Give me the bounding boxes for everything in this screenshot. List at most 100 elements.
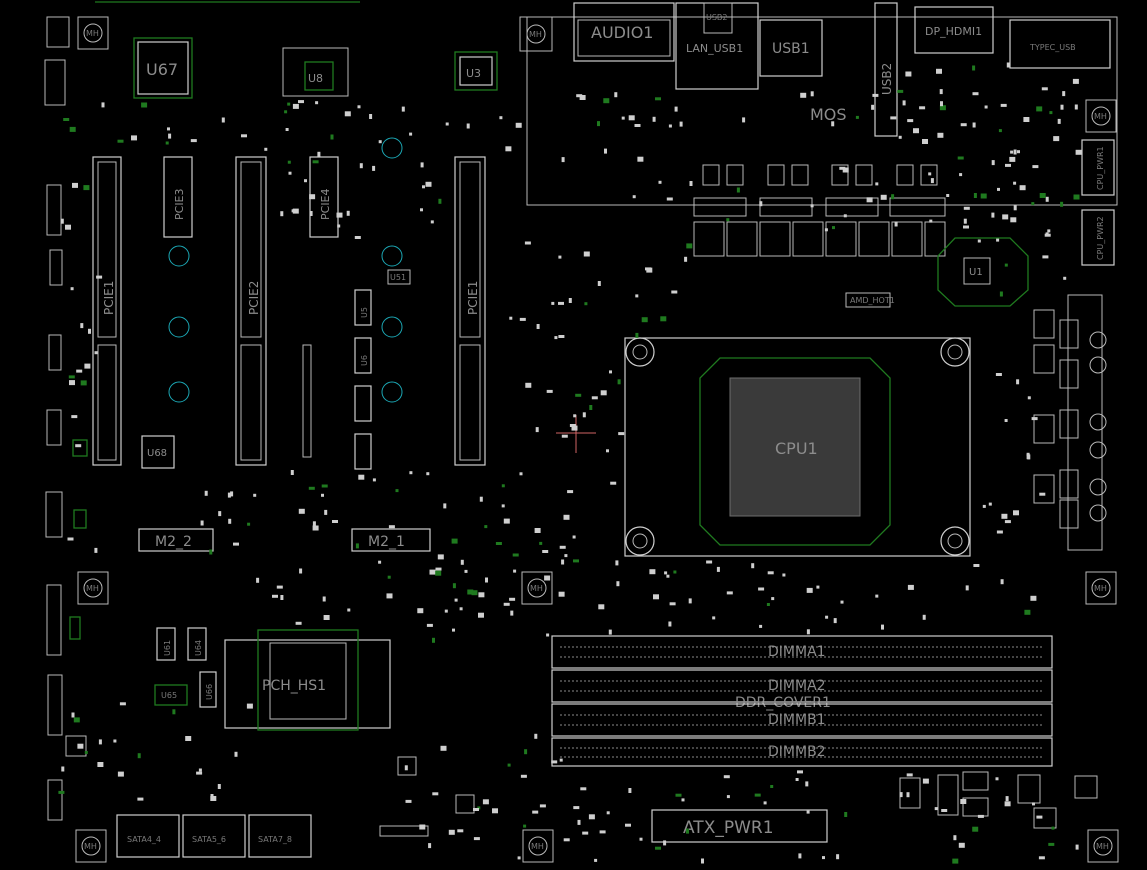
- smd-pad: [425, 181, 432, 187]
- smd-pad: [759, 201, 763, 207]
- smd-pad: [1036, 106, 1043, 112]
- smd-pad: [606, 811, 610, 815]
- mh-label: MH: [1094, 112, 1107, 121]
- m2-slot-1[interactable]: M2_1: [351, 528, 431, 552]
- chip-u51[interactable]: U51: [387, 269, 411, 285]
- sata-connector-6[interactable]: SATA5_6: [182, 814, 246, 858]
- smd-pad: [76, 369, 83, 373]
- chip-u8-label: U8: [308, 72, 323, 85]
- mounting-hole-right-mid[interactable]: MH: [1085, 571, 1117, 605]
- pch-heatsink[interactable]: PCH_HS1: [224, 629, 391, 731]
- chip-u5[interactable]: U5: [354, 289, 372, 326]
- smd-pad: [980, 193, 987, 199]
- sata-connector-8[interactable]: SATA7_8: [248, 814, 312, 858]
- front-header[interactable]: [379, 825, 429, 837]
- smd-pad: [517, 856, 521, 860]
- smd-pad: [454, 598, 458, 602]
- smd-pad: [653, 594, 659, 600]
- dimm-slot-b1[interactable]: DIMMB1: [551, 703, 1053, 737]
- chip-u66[interactable]: U66: [199, 671, 217, 708]
- pch-hs1-label: PCH_HS1: [262, 678, 326, 694]
- sata-connector-4[interactable]: SATA4_4: [116, 814, 180, 858]
- chip-u6[interactable]: U6: [354, 337, 372, 374]
- smd-pad: [998, 129, 1002, 133]
- usb-connector-2[interactable]: USB2: [874, 2, 898, 137]
- m2-slot-2[interactable]: M2_2: [138, 528, 214, 552]
- slot-stub: [302, 344, 312, 458]
- chip-u1-label: U1: [969, 267, 983, 278]
- left-edge-components: [44, 16, 88, 821]
- chip-u67[interactable]: U67: [133, 37, 193, 99]
- smd-pad: [701, 858, 704, 864]
- smd-pad: [1004, 801, 1011, 807]
- chip-u9[interactable]: [354, 433, 372, 470]
- mounting-hole-right-bottom[interactable]: MH: [1087, 829, 1119, 863]
- chip-u51-label: U51: [390, 273, 406, 282]
- audio-connector[interactable]: AUDIO1: [573, 2, 675, 62]
- smd-pad: [806, 587, 813, 593]
- smd-pad: [1047, 229, 1051, 233]
- dimm-slot-a1[interactable]: DIMMA1: [551, 635, 1053, 669]
- smd-pad: [1002, 214, 1009, 220]
- chip-u65[interactable]: U65: [154, 684, 188, 706]
- usb-connector-1[interactable]: USB1: [759, 19, 823, 77]
- cpu-power-connector-1[interactable]: CPU_PWR1: [1081, 139, 1115, 196]
- smd-pad: [451, 538, 458, 544]
- smd-pad: [922, 614, 926, 620]
- mounting-hole-left-mid[interactable]: MH: [77, 571, 109, 605]
- typec-usb-connector[interactable]: TYPEC_USB: [1009, 19, 1111, 69]
- chip-u68[interactable]: U68: [141, 435, 175, 469]
- smd-pad: [559, 545, 566, 549]
- cpu-power-connector-2[interactable]: CPU_PWR2: [1081, 209, 1115, 266]
- audio1-label: AUDIO1: [591, 23, 653, 42]
- smd-pad: [378, 140, 382, 144]
- smd-pad: [875, 594, 879, 598]
- pcie-slot-3[interactable]: PCIE3: [163, 156, 193, 238]
- smd-pad: [600, 390, 607, 396]
- smd-pad: [295, 621, 302, 625]
- atx-power-connector[interactable]: ATX_PWR1: [651, 809, 828, 843]
- lan-usb-connector[interactable]: USB2 LAN_USB1: [675, 2, 759, 90]
- smd-pad: [165, 141, 169, 145]
- mounting-hole-right-top[interactable]: MH: [1085, 99, 1117, 133]
- mh-label: MH: [86, 29, 99, 38]
- mounting-hole-bottom-left[interactable]: MH: [75, 829, 107, 863]
- smd-pad: [1026, 454, 1030, 460]
- smd-pad: [535, 427, 539, 433]
- pcie4-label: PCIE4: [319, 188, 332, 220]
- dp-hdmi-connector[interactable]: DP_HDMI1: [914, 6, 994, 54]
- smd-pad: [991, 212, 995, 218]
- pcie-slot-5[interactable]: PCIE1: [454, 156, 486, 466]
- chip-u7[interactable]: [354, 385, 372, 422]
- mounting-hole-bottom-center[interactable]: MH: [522, 829, 554, 863]
- smd-pad: [321, 493, 324, 497]
- smd-pad: [940, 101, 943, 107]
- pcie-slot-2[interactable]: PCIE2: [235, 156, 267, 466]
- dimm-slot-a2[interactable]: DIMMA2: [551, 669, 1053, 703]
- smd-pad: [582, 412, 586, 418]
- chip-u61[interactable]: U61: [156, 627, 176, 661]
- usb1-label: USB1: [772, 41, 810, 57]
- smd-pad: [284, 110, 288, 114]
- smd-pad: [567, 490, 574, 494]
- smd-pad: [655, 846, 661, 850]
- smd-pad: [256, 577, 260, 583]
- mos-label: MOS: [810, 105, 847, 124]
- dimm-slot-b2[interactable]: DIMMB2: [551, 737, 1053, 767]
- smd-pad: [573, 559, 579, 563]
- smd-pad: [771, 597, 775, 601]
- smd-pad: [83, 185, 90, 191]
- chip-u1[interactable]: U1: [937, 237, 1029, 307]
- smd-pad: [580, 787, 587, 791]
- mounting-hole-top-center[interactable]: MH: [519, 16, 553, 52]
- mounting-hole-top-left[interactable]: MH: [77, 16, 109, 50]
- smd-pad: [573, 806, 580, 810]
- mounting-hole-center[interactable]: MH: [521, 571, 553, 605]
- pcie-slot-1[interactable]: PCIE1: [92, 156, 122, 466]
- cpu-socket[interactable]: CPU1: [624, 337, 971, 557]
- chip-u8[interactable]: U8: [282, 47, 349, 97]
- chip-u3[interactable]: U3: [454, 51, 498, 91]
- smd-pad: [881, 624, 884, 630]
- chip-u64[interactable]: U64: [187, 627, 207, 661]
